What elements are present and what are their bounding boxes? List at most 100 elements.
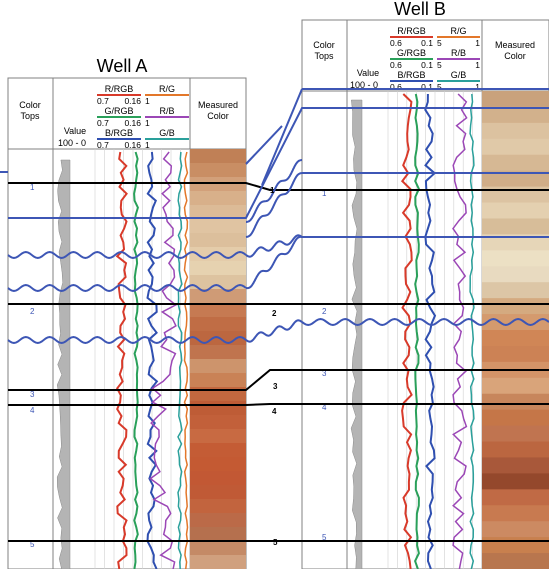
curve-header-max: 0.16 [124,140,141,150]
curve-header-name: B/RGB [397,70,425,80]
correlation-label: 4 [272,407,277,416]
measured-color-band [482,266,549,283]
measured-color-band [190,303,246,318]
measured-color-band [190,289,246,304]
curve-header-name: R/G [159,84,175,94]
measured-color-band [482,521,549,538]
curve-header-min: 1 [145,96,150,106]
measured-color-band [190,359,246,374]
color-top-marker: 4 [322,403,327,412]
measured-color-band [190,345,246,360]
curve-header-max: 0.1 [421,60,433,70]
color-top-marker: 1 [322,189,327,198]
well-a-title: Well A [97,56,148,76]
blue-wavy-correlation-line [245,234,303,258]
curve-header-name: R/B [451,48,466,58]
well-a-measured-l2: Color [207,111,229,121]
curve-header-name: R/B [159,106,174,116]
well-b-b-rgb-curve [424,93,437,569]
measured-color-band [482,282,549,299]
measured-color-band [190,401,246,416]
curve-header-name: G/B [451,70,467,80]
well-b-g-rgb-curve [414,93,421,569]
measured-color-band [190,471,246,486]
curve-header-name: G/RGB [104,106,133,116]
measured-color-band [482,473,549,490]
blue-wavy-correlation-line [245,172,303,238]
well-a-grid [94,149,191,569]
color-top-marker: 2 [30,307,35,316]
curve-header-name: R/G [450,26,466,36]
measured-color-band [482,314,549,331]
blue-wavy-correlation-line [301,317,549,327]
measured-color-band [482,138,549,156]
curve-header-min: 0.7 [97,118,109,128]
black-correlation-line [8,369,549,391]
blue-correlation-line [261,88,303,186]
measured-color-band [482,218,549,235]
measured-color-band [190,555,246,569]
curve-header-min: 0.7 [97,140,109,150]
blue-wavy-correlation-line [7,283,247,293]
color-top-marker: 2 [322,307,327,316]
well-b-title: Well B [394,0,446,19]
blue-wavy-correlation-line [246,159,302,223]
measured-color-band [482,425,549,443]
measured-color-band [482,457,549,474]
well-a-value-scale: 100 - 0 [58,138,86,148]
curve-header-min: 0.6 [390,38,402,48]
color-top-marker: 5 [30,540,35,549]
measured-color-band [482,298,549,315]
correlation-label: 3 [273,382,278,391]
measured-color-band [190,415,246,430]
curve-header-max: 0.1 [421,38,433,48]
measured-color-band [190,541,246,556]
curve-header-min: 0.6 [390,60,402,70]
curve-header-min: 1 [145,140,150,150]
measured-color-band [482,330,549,347]
blue-correlation-line [8,107,549,219]
measured-color-band [190,485,246,500]
well-a-r-rgb-curve [115,151,128,569]
correlation-label: 1 [270,186,275,195]
well-b-measured-l2: Color [504,51,526,61]
curve-header-min: 5 [437,38,442,48]
well-a-colortops-l2: Tops [20,111,40,121]
measured-color-band [482,202,549,219]
measured-color-band [482,489,549,506]
curve-header-max: 0.16 [124,96,141,106]
well-b-colortops-l2: Tops [314,51,334,61]
measured-color-band [190,373,246,388]
curve-header-min: 5 [437,60,442,70]
curve-header-min: 1 [145,118,150,128]
measured-color-band [190,499,246,514]
well-a-g-b-curve [177,151,183,569]
blue-wavy-correlation-line [245,319,303,343]
measured-color-band [190,527,246,542]
well-a-value-curve [56,159,71,569]
curve-header-max: 1 [475,38,480,48]
curve-header-max: 1 [475,82,480,92]
color-top-marker: 3 [30,390,35,399]
measured-color-band [190,149,246,164]
well-a-r-b-curve [149,151,178,569]
measured-color-band [482,441,549,458]
curve-header-name: G/RGB [397,48,426,58]
curve-header-name: G/B [159,128,175,138]
color-top-marker: 5 [322,533,327,542]
measured-color-band [190,429,246,444]
color-top-marker: 1 [30,183,35,192]
well-a-measured-l1: Measured [198,100,238,110]
measured-color-band [482,91,549,108]
well-a-g-rgb-curve [133,151,139,569]
well-a-measured-color-column [190,149,246,569]
